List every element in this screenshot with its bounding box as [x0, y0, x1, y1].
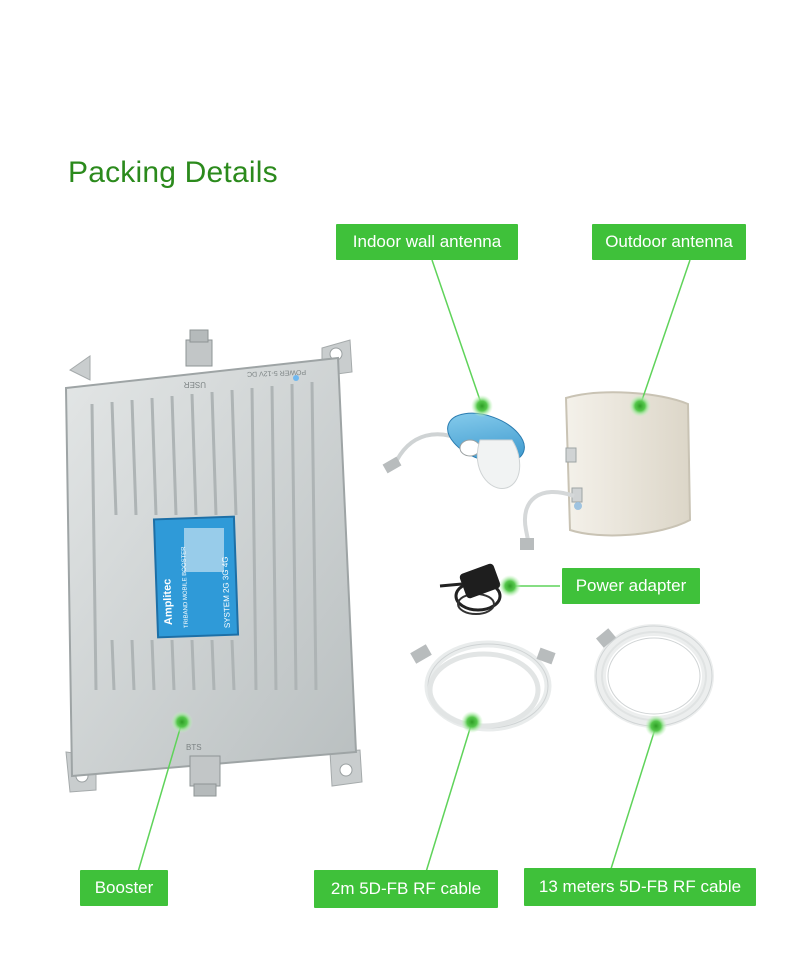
- booster-brand: Amplitec: [161, 578, 175, 625]
- power-label: POWER 5-12V DC: [247, 368, 306, 377]
- port-user-label: USER: [184, 380, 206, 389]
- label-booster: Booster: [80, 870, 168, 906]
- label-2m-cable: 2m 5D-FB RF cable: [314, 870, 498, 908]
- marker-dots: [171, 395, 667, 737]
- outdoor-antenna: [520, 391, 692, 550]
- page-title: Packing Details: [68, 156, 278, 189]
- leader-lines: [137, 259, 691, 873]
- cable-2m-coil: [410, 640, 556, 732]
- power-adapter: [439, 563, 502, 615]
- cable-13m-coil: [594, 624, 714, 728]
- booster-subtitle: TRIBAND MOBILE BOOSTER: [181, 546, 190, 629]
- port-bts-label: BTS: [186, 743, 202, 752]
- indoor-antenna: [382, 412, 525, 489]
- label-indoor-wall-antenna: Indoor wall antenna: [336, 224, 518, 260]
- booster-unit: Amplitec TRIBAND MOBILE BOOSTER SYSTEM 2…: [64, 329, 363, 797]
- booster-system-row: SYSTEM 2G 3G 4G: [221, 556, 232, 628]
- label-outdoor-antenna: Outdoor antenna: [592, 224, 746, 260]
- label-13m-cable: 13 meters 5D-FB RF cable: [524, 868, 756, 906]
- label-power-adapter: Power adapter: [562, 568, 700, 604]
